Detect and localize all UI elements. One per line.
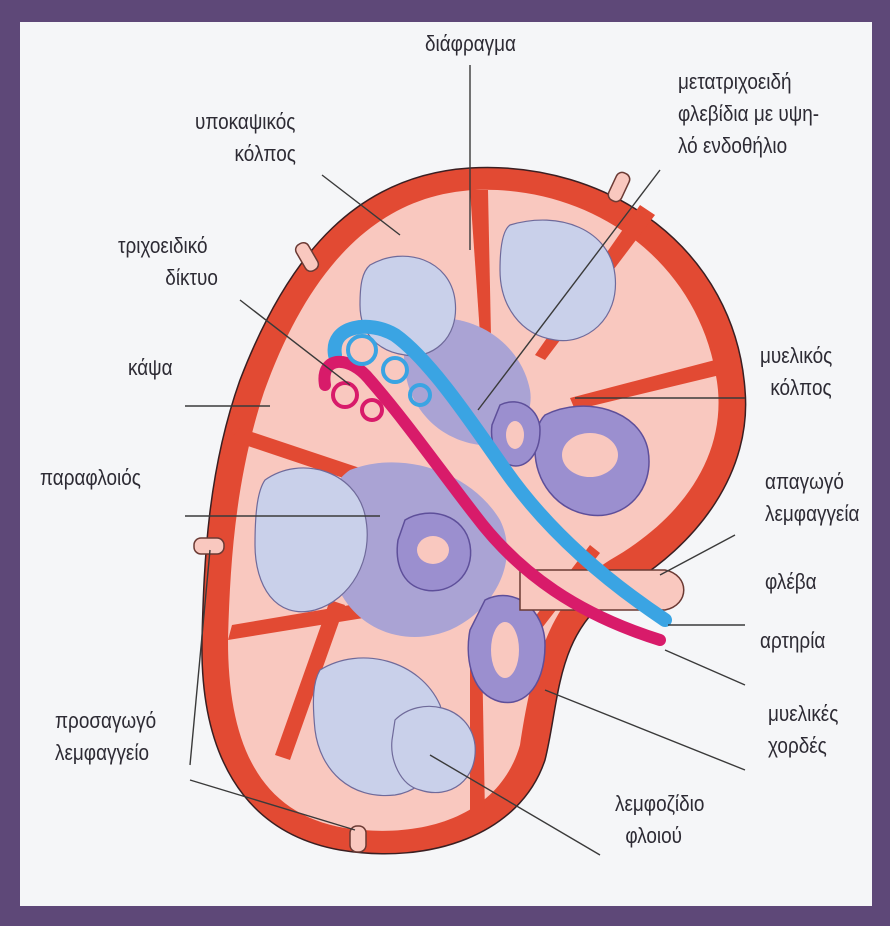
- label-post-capillary-venules: μετατριχοειδή φλεβίδια με υψη- λό ενδοθή…: [678, 66, 819, 162]
- label-line: απαγωγό: [765, 466, 860, 498]
- label-capsule-text: κάψα: [128, 352, 173, 384]
- label-vein: φλέβα: [765, 566, 817, 598]
- label-capillary-network: τριχοειδικό δίκτυο: [118, 230, 218, 294]
- label-artery-text: αρτηρία: [760, 625, 825, 657]
- label-line: προσαγωγό: [55, 705, 156, 737]
- label-afferent-lymphatic: προσαγωγό λεμφαγγείο: [55, 705, 156, 769]
- label-line: κόλπος: [760, 372, 832, 404]
- label-line: χορδές: [768, 730, 838, 762]
- label-paracortex: παραφλοιός: [40, 462, 141, 494]
- label-diaphragm-text: διάφραγμα: [425, 28, 516, 60]
- label-line: λό ενδοθήλιο: [678, 130, 819, 162]
- label-vein-text: φλέβα: [765, 566, 817, 598]
- label-line: μυελικός: [760, 340, 832, 372]
- label-line: υποκαψικός: [195, 106, 296, 138]
- label-medullary-sinus: μυελικός κόλπος: [760, 340, 832, 404]
- label-subcapsular-sinus: υποκαψικός κόλπος: [195, 106, 296, 170]
- label-line: λεμφοζίδιο: [615, 788, 704, 820]
- label-line: λεμφαγγεία: [765, 498, 860, 530]
- label-diaphragm: διάφραγμα: [425, 28, 516, 60]
- label-artery: αρτηρία: [760, 625, 825, 657]
- label-line: τριχοειδικό: [118, 230, 218, 262]
- label-efferent-lymphatic: απαγωγό λεμφαγγεία: [765, 466, 860, 530]
- label-capsule: κάψα: [128, 352, 173, 384]
- label-paracortex-text: παραφλοιός: [40, 462, 141, 494]
- label-line: μετατριχοειδή: [678, 66, 819, 98]
- label-line: μυελικές: [768, 698, 838, 730]
- label-line: δίκτυο: [118, 262, 218, 294]
- label-cortical-follicle: λεμφοζίδιο φλοιού: [615, 788, 704, 852]
- label-line: λεμφαγγείο: [55, 737, 156, 769]
- label-medullary-cords: μυελικές χορδές: [768, 698, 838, 762]
- label-line: φλεβίδια με υψη-: [678, 98, 819, 130]
- label-line: κόλπος: [195, 138, 296, 170]
- label-line: φλοιού: [615, 820, 704, 852]
